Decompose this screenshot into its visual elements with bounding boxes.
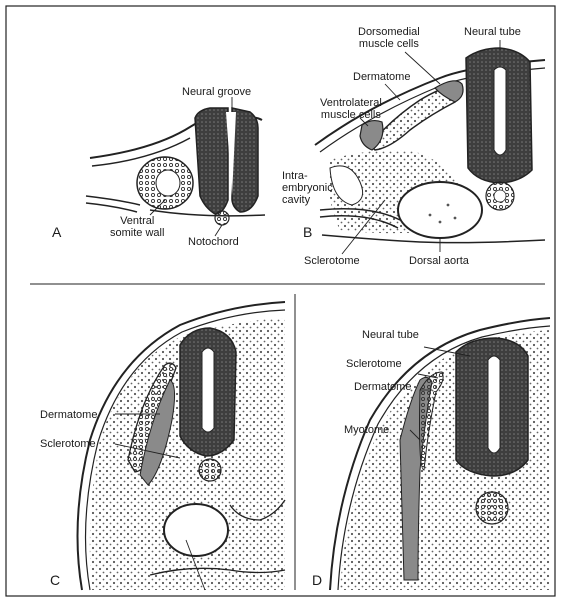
label-neural-tube-d: Neural tube — [362, 329, 419, 341]
label-sclerotome-b: Sclerotome — [304, 255, 360, 267]
label-dermatome-d: Dermatome — [354, 381, 411, 393]
label-myotome: Myotome — [344, 424, 389, 436]
label-sclerotome-c: Sclerotome — [40, 438, 96, 450]
label-ventrolateral-muscle-cells: Ventrolateral muscle cells — [320, 97, 382, 121]
label-notochord: Notochord — [188, 236, 239, 248]
label-neural-groove: Neural groove — [182, 86, 251, 98]
label-dermatome-b: Dermatome — [353, 71, 410, 83]
label-dorsal-aorta: Dorsal aorta — [409, 255, 469, 267]
label-dorsomedial-muscle-cells: Dorsomedial muscle cells — [358, 26, 420, 50]
panel-d-letter: D — [312, 572, 322, 588]
label-intraembryonic-cavity: Intra- embryonic cavity — [282, 170, 333, 206]
label-neural-tube-b: Neural tube — [464, 26, 521, 38]
panel-a-letter: A — [52, 224, 61, 240]
label-sclerotome-d: Sclerotome — [346, 358, 402, 370]
label-dermatome-c: Dermatome — [40, 409, 97, 421]
label-ventral-somite-wall: Ventral somite wall — [110, 215, 164, 239]
panel-b-letter: B — [303, 224, 312, 240]
panel-c-letter: C — [50, 572, 60, 588]
panel-b-drawing — [315, 40, 545, 254]
panel-c-drawing — [78, 302, 286, 590]
